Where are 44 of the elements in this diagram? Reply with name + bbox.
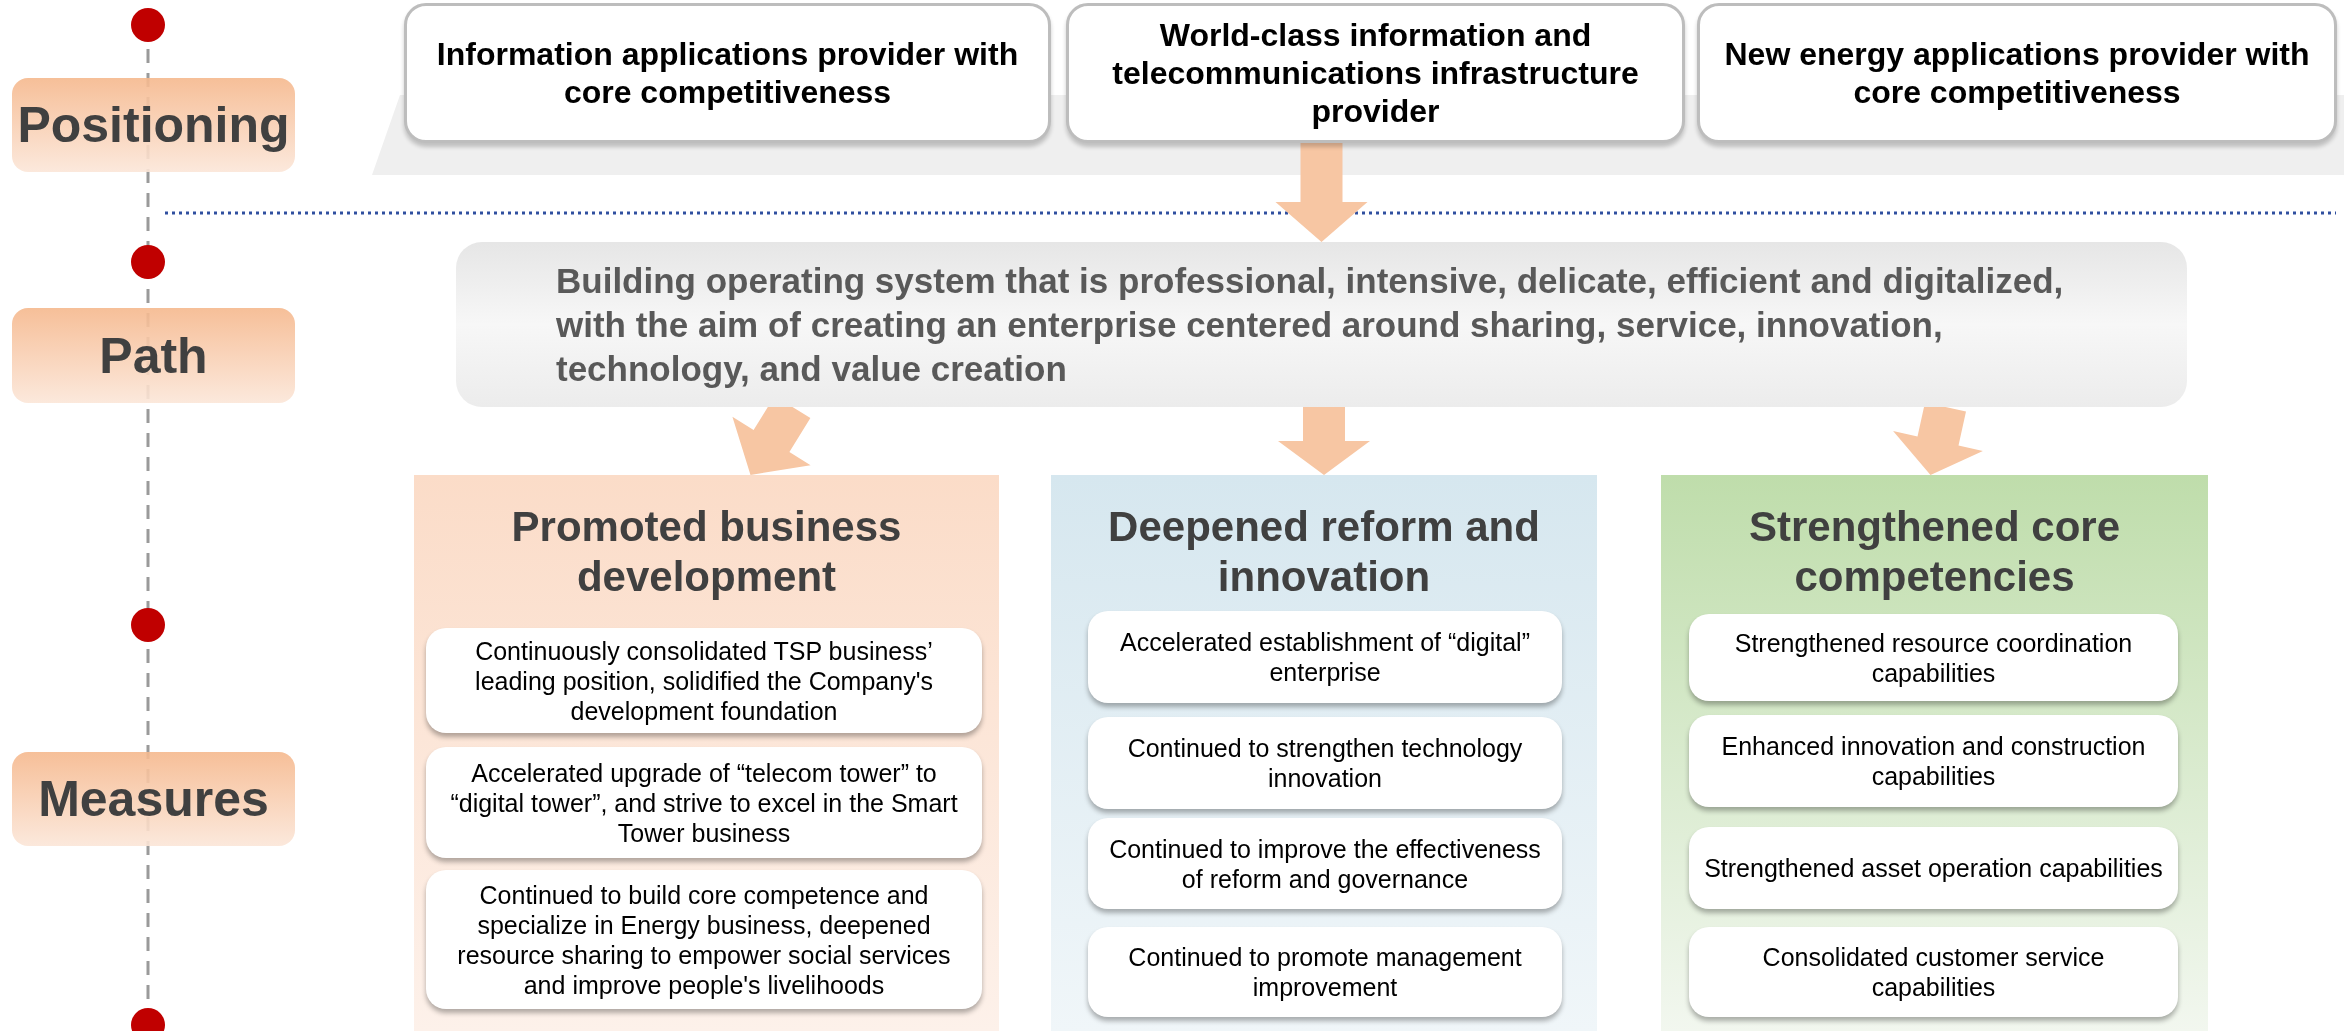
positioning-box	[1697, 3, 2337, 143]
measure-text: Accelerated establishment of “digital” enterprise	[1119, 627, 1531, 687]
measure-item-box	[1088, 818, 1562, 909]
measure-item-box	[1689, 927, 2178, 1017]
stage-label-box	[12, 308, 295, 403]
measure-item-box	[1088, 611, 1562, 703]
measure-item-box	[1088, 717, 1562, 809]
positioning-text: Information applications provider with core competitiveness	[435, 35, 1020, 111]
column-heading: Strengthened core competencies	[1747, 502, 2122, 602]
positioning-text: World-class information and telecommunications infrastructure provider	[1111, 16, 1640, 130]
measure-item-box	[426, 628, 982, 733]
measure-item-box	[426, 870, 982, 1009]
block-arrow	[1278, 407, 1370, 475]
measure-column	[414, 475, 999, 1031]
measure-text: Accelerated upgrade of “telecom tower” to “digital tower”, and strive to excel in the Smart Tower business	[449, 757, 959, 848]
measure-item-box	[1088, 927, 1562, 1017]
measure-item-box	[1689, 614, 2178, 701]
column-heading: Promoted business development	[510, 502, 903, 602]
measure-column	[1661, 475, 2208, 1031]
stage-label: Measures	[38, 774, 269, 824]
measure-item-box	[1689, 715, 2178, 807]
measure-text: Continued to build core competence and specialize in Energy business, deepened resource sharing to empower social services and improve people's livelihoods	[456, 879, 952, 1000]
measure-item-box	[1689, 827, 2178, 909]
path-text: Building operating system that is professional, intensive, delicate, efficient and digitalized, with the aim of creating an enterprise centered around sharing, service, innovation, technology, and value creation	[556, 259, 2065, 390]
measure-text: Continued to promote management improvement	[1127, 942, 1523, 1002]
block-arrow	[1275, 143, 1368, 242]
positioning-box	[1066, 3, 1685, 143]
measure-text: Continued to improve the effectiveness of reform and governance	[1108, 833, 1542, 894]
measure-text: Continuously consolidated TSP business’ leading position, solidified the Company's development foundation	[474, 635, 934, 726]
measure-text: Strengthened resource coordination capabilities	[1733, 627, 2134, 688]
measure-text: Consolidated customer service capabilities	[1761, 942, 2106, 1002]
measure-text: Strengthened asset operation capabilities	[1704, 853, 2163, 883]
measure-item-box	[426, 747, 982, 858]
measure-column	[1051, 475, 1597, 1031]
column-heading: Deepened reform and innovation	[1107, 502, 1541, 602]
positioning-box	[404, 3, 1051, 143]
stage-label: Positioning	[17, 100, 290, 150]
measure-text: Enhanced innovation and construction capabilities	[1720, 731, 2147, 791]
path-box	[456, 242, 2187, 407]
stage-label-box	[12, 752, 295, 846]
measure-text: Continued to strengthen technology innovation	[1126, 733, 1524, 793]
stage-label: Path	[99, 330, 208, 381]
stage-label-box	[12, 78, 295, 172]
positioning-text: New energy applications provider with core competitiveness	[1723, 35, 2311, 111]
